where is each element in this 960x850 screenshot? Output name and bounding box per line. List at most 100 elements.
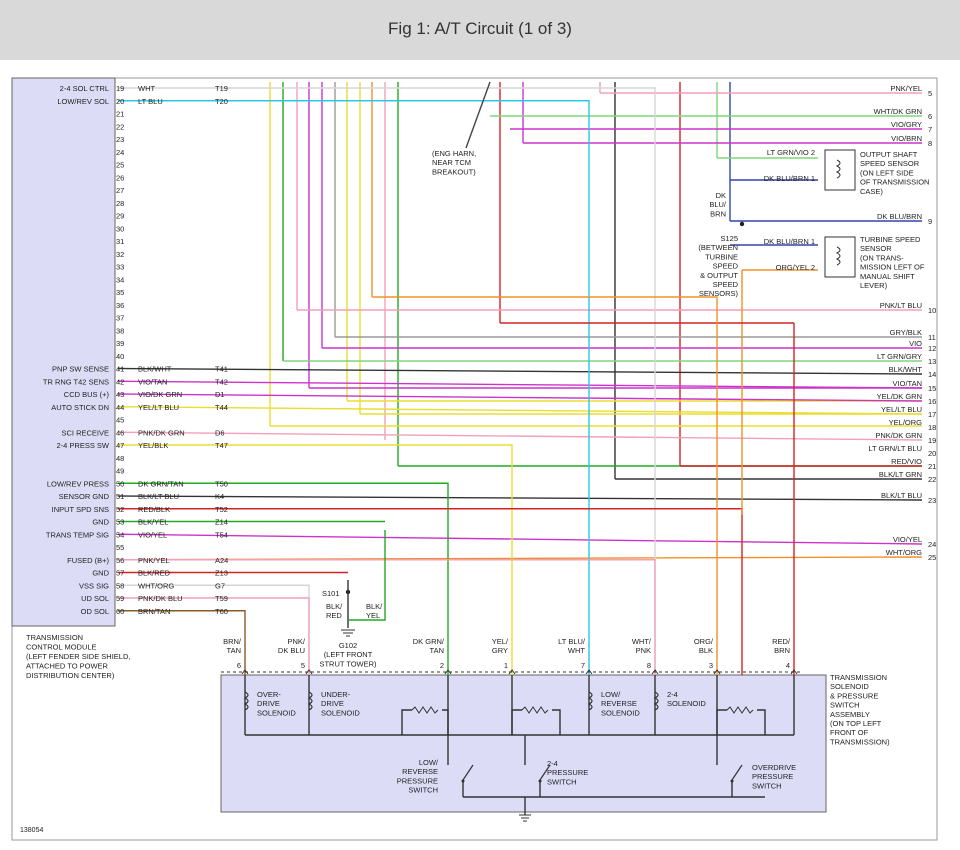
tcm-pin-number: 22 <box>116 122 124 131</box>
turbine-sensor-label: LEVER) <box>860 281 888 290</box>
solenoid-label: SOLENOID <box>257 708 296 717</box>
assembly-label: & PRESSURE <box>830 691 878 700</box>
tcm-pin-label: GND <box>92 518 109 527</box>
tcm-pin-number: 46 <box>116 428 124 437</box>
harness-wire-label: YEL/DK GRN <box>877 392 922 401</box>
splice-wire-label: BLU/ <box>709 200 727 209</box>
tcm-pin-number: 57 <box>116 569 124 578</box>
tcm-pin-number: 26 <box>116 173 124 182</box>
tcm-pin-label: TR RNG T42 SENS <box>43 377 109 386</box>
tcm-wire-color: WHT/ORG <box>138 581 174 590</box>
tcm-pin-number: 54 <box>116 530 124 539</box>
harness-pin-number: 16 <box>928 397 936 406</box>
ground-icon <box>341 629 355 637</box>
tcm-wire-color: RED/BLK <box>138 505 170 514</box>
tcm-pin-number: 33 <box>116 263 124 272</box>
tcm-pin-number: 60 <box>116 607 124 616</box>
turbine-sensor-label: MANUAL SHIFT <box>860 272 915 281</box>
tcm-terminal-id: A24 <box>215 556 228 565</box>
splice-wire-label: DK <box>716 191 726 200</box>
tcm-pin-label: INPUT SPD SNS <box>52 505 109 514</box>
tcm-terminal-id: D6 <box>215 428 225 437</box>
harness-pin-number: 20 <box>928 449 936 458</box>
connector-terminal-icon <box>241 669 249 675</box>
harness-pin-number: 23 <box>928 496 936 505</box>
splice-s125-label: SPEED <box>713 262 739 271</box>
tcm-wire-color: PNK/YEL <box>138 556 170 565</box>
solenoid-assembly-box <box>220 674 827 813</box>
tcm-pin-number: 51 <box>116 492 124 501</box>
harness-pin-number: 8 <box>928 139 932 148</box>
harness-wire-label: VIO/YEL <box>893 535 922 544</box>
pressure-switch-label: PRESSURE <box>397 776 438 785</box>
output-sensor-wire-label: DK BLU/BRN 1 <box>764 174 815 183</box>
connector-terminal-icon <box>790 669 798 675</box>
solenoid-label: DRIVE <box>321 699 344 708</box>
splice-wire-label: BRN <box>710 209 726 218</box>
pressure-switch-icon <box>539 764 551 781</box>
tcm-signal-wire <box>117 495 923 501</box>
tcm-to-connector-wire <box>118 597 310 675</box>
ground-icon <box>519 814 531 822</box>
ground-wire <box>348 530 386 621</box>
harness-wire-label: DK BLU/BRN <box>877 212 922 221</box>
resistor-icon <box>411 706 439 714</box>
pressure-switch-label: SWITCH <box>752 781 782 790</box>
tcm-to-connector-wire <box>118 610 246 675</box>
tcm-signal-wire <box>117 431 923 441</box>
tcm-wire-color: BLK/YEL <box>138 518 168 527</box>
harness-wire-label: GRY/BLK <box>890 328 922 337</box>
tcm-pin-number: 27 <box>116 186 124 195</box>
tcm-terminal-id: T41 <box>215 365 228 374</box>
connector-wire-label: TAN <box>430 646 444 655</box>
pressure-switch-label: SWITCH <box>547 777 577 786</box>
tcm-pin-number: 52 <box>116 505 124 514</box>
tcm-to-connector-wire <box>118 444 513 675</box>
connector-wire <box>372 296 718 310</box>
tcm-pin-number: 58 <box>116 581 124 590</box>
tcm-pin-number: 29 <box>116 212 124 221</box>
pressure-switch-label: OVERDRIVE <box>752 763 796 772</box>
harness-pin-number: 22 <box>928 475 936 484</box>
tcm-pin-number: 42 <box>116 377 124 386</box>
tcm-wire-color: YEL/BLK <box>138 441 168 450</box>
tcm-terminal-id: T52 <box>215 505 228 514</box>
tcm-wire-color: LT BLU <box>138 97 163 106</box>
tcm-terminal-id: T42 <box>215 377 228 386</box>
tcm-pin-number: 31 <box>116 237 124 246</box>
connector-wire-label: BLK <box>699 646 713 655</box>
harness-wire-label: YEL/LT BLU <box>881 405 922 414</box>
tcm-terminal-id: T44 <box>215 403 228 412</box>
tcm-wire-color: PNK/DK BLU <box>138 594 183 603</box>
tcm-signal-wire <box>117 393 923 402</box>
harness-wire-label: YEL/ORG <box>889 418 923 427</box>
harness-wire-label: WHT/ORG <box>886 548 922 557</box>
harness-pin-number: 15 <box>928 384 936 393</box>
tcm-terminal-id: T20 <box>215 97 228 106</box>
harness-wire-label: VIO/GRY <box>891 120 922 129</box>
connector-pin-number: 5 <box>301 661 305 670</box>
harness-wire-label: PNK/DK GRN <box>875 431 922 440</box>
s101-wire-label: RED <box>326 611 342 620</box>
resistor-lead <box>552 709 561 735</box>
connector-pin-number: 6 <box>237 661 241 670</box>
turbine-sensor-label: (ON TRANS- <box>860 253 904 262</box>
tcm-pin-label: OD SOL <box>81 607 109 616</box>
resistor-lead <box>511 709 522 735</box>
harness-wire-label: VIO/BRN <box>891 134 922 143</box>
tcm-pin-label: 2-4 PRESS SW <box>56 441 109 450</box>
s101-wire-label: BLK/ <box>326 602 343 611</box>
tcm-pin-label: SCI RECEIVE <box>61 428 109 437</box>
solenoid-label: 2-4 <box>667 690 678 699</box>
tcm-box <box>11 77 116 627</box>
output-sensor-wire-label: LT GRN/VIO 2 <box>767 148 815 157</box>
tcm-terminal-id: T60 <box>215 607 228 616</box>
connector-pin-number: 8 <box>647 661 651 670</box>
tcm-signal-wire <box>117 367 923 375</box>
output-sensor-label: CASE) <box>860 187 883 196</box>
tcm-pin-number: 59 <box>116 594 124 603</box>
pressure-switch-label: REVERSE <box>402 767 438 776</box>
tcm-terminal-id: Z14 <box>215 518 228 527</box>
tcm-pin-number: 39 <box>116 339 124 348</box>
